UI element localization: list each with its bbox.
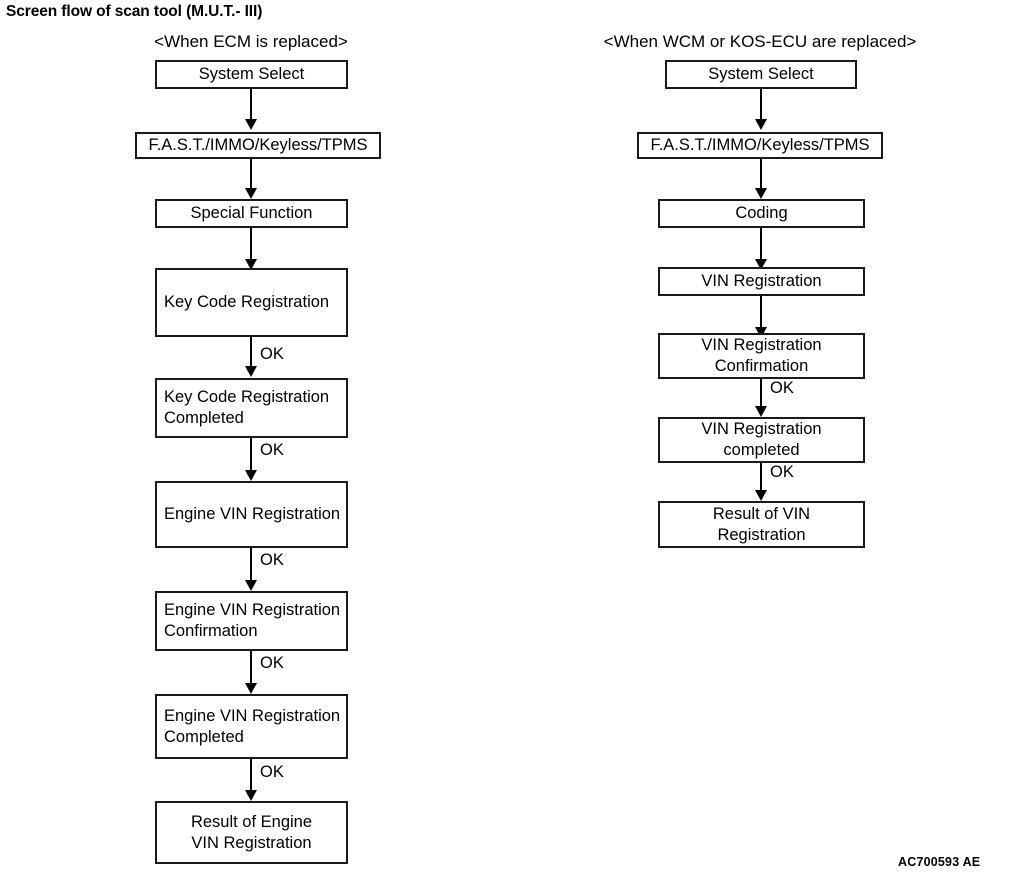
column-heading-wcm-kos: <When WCM or KOS-ECU are replaced> (603, 32, 917, 51)
arrow-head-ecm-5 (245, 470, 257, 481)
step-label: VIN Registration completed (701, 420, 822, 459)
edge-label-ecm-6: OK (260, 551, 284, 569)
step-label: Result of Engine VIN Registration (190, 812, 313, 852)
step-label: Engine VIN Registration (164, 505, 341, 523)
step-box-wcm-coding[interactable]: Coding (658, 199, 865, 228)
connector-ecm-6 (250, 548, 252, 583)
arrow-head-ecm-2 (245, 188, 257, 199)
step-label: VIN Registration Confirmation (701, 336, 822, 375)
connector-wcm-1 (760, 89, 762, 122)
connector-wcm-5 (760, 379, 762, 409)
step-label: Special Function (190, 204, 313, 222)
page-title: Screen flow of scan tool (M.U.T.- III) (6, 3, 263, 20)
step-box-ecm-engine-vin-registration[interactable]: Engine VIN Registration (155, 481, 348, 548)
connector-ecm-5 (250, 438, 252, 473)
step-box-wcm-fast-immo[interactable]: F.A.S.T./IMMO/Keyless/TPMS (637, 132, 883, 159)
connector-ecm-2 (250, 159, 252, 190)
edge-label-ecm-8: OK (260, 763, 284, 781)
arrow-head-wcm-2 (755, 188, 767, 199)
step-label: Coding (735, 204, 788, 222)
arrow-head-wcm-3 (755, 259, 767, 270)
arrow-head-ecm-8 (245, 790, 257, 801)
step-box-ecm-special-function[interactable]: Special Function (155, 199, 348, 228)
step-label: Engine VIN Registration Completed (164, 706, 341, 746)
edge-label-wcm-6: OK (770, 463, 794, 481)
arrow-head-ecm-3 (245, 259, 257, 270)
step-box-ecm-engine-vin-confirmation[interactable]: Engine VIN Registration Confirmation (155, 591, 348, 651)
connector-wcm-4 (760, 296, 762, 330)
step-box-ecm-engine-vin-completed[interactable]: Engine VIN Registration Completed (155, 694, 348, 759)
step-label: System Select (708, 65, 814, 83)
step-label: VIN Registration (701, 272, 822, 290)
step-box-wcm-result-of-vin-registration[interactable]: Result of VIN Registration (658, 501, 865, 548)
arrow-head-ecm-1 (245, 119, 257, 130)
step-label: System Select (198, 65, 305, 83)
edge-label-ecm-4: OK (260, 345, 284, 363)
connector-ecm-4 (250, 337, 252, 369)
step-label: Key Code Registration Completed (164, 388, 330, 427)
connector-ecm-7 (250, 651, 252, 686)
column-heading-ecm: <When ECM is replaced> (154, 32, 348, 51)
edge-label-wcm-5: OK (770, 379, 794, 397)
connector-ecm-8 (250, 759, 252, 793)
arrow-head-ecm-4 (245, 366, 257, 377)
arrow-head-ecm-7 (245, 683, 257, 694)
arrow-head-wcm-6 (755, 490, 767, 501)
step-box-wcm-vin-completed[interactable]: VIN Registration completed (658, 417, 865, 463)
step-label: F.A.S.T./IMMO/Keyless/TPMS (148, 136, 368, 154)
arrow-head-wcm-1 (755, 119, 767, 130)
step-label: Engine VIN Registration Confirmation (164, 601, 341, 640)
step-box-ecm-system-select[interactable]: System Select (155, 60, 348, 89)
edge-label-ecm-7: OK (260, 654, 284, 672)
arrow-head-wcm-5 (755, 406, 767, 417)
step-box-ecm-fast-immo[interactable]: F.A.S.T./IMMO/Keyless/TPMS (135, 132, 381, 159)
step-label: Key Code Registration (164, 293, 330, 311)
step-label: Result of VIN Registration (712, 504, 811, 544)
arrow-head-wcm-4 (755, 327, 767, 338)
step-box-wcm-vin-registration[interactable]: VIN Registration (658, 267, 865, 296)
step-box-wcm-system-select[interactable]: System Select (665, 60, 857, 89)
connector-ecm-1 (250, 89, 252, 122)
connector-ecm-3 (250, 228, 252, 262)
step-box-ecm-key-code-registration-completed[interactable]: Key Code Registration Completed (155, 378, 348, 438)
figure-code: AC700593 AE (898, 855, 981, 869)
connector-wcm-3 (760, 228, 762, 262)
connector-wcm-2 (760, 159, 762, 190)
arrow-head-ecm-6 (245, 580, 257, 591)
step-box-ecm-result-of-engine-vin-registration[interactable]: Result of Engine VIN Registration (155, 801, 348, 864)
step-label: F.A.S.T./IMMO/Keyless/TPMS (650, 136, 870, 154)
connector-wcm-6 (760, 463, 762, 493)
edge-label-ecm-5: OK (260, 441, 284, 459)
step-box-wcm-vin-confirmation[interactable]: VIN Registration Confirmation (658, 333, 865, 379)
step-box-ecm-key-code-registration[interactable]: Key Code Registration (155, 268, 348, 337)
